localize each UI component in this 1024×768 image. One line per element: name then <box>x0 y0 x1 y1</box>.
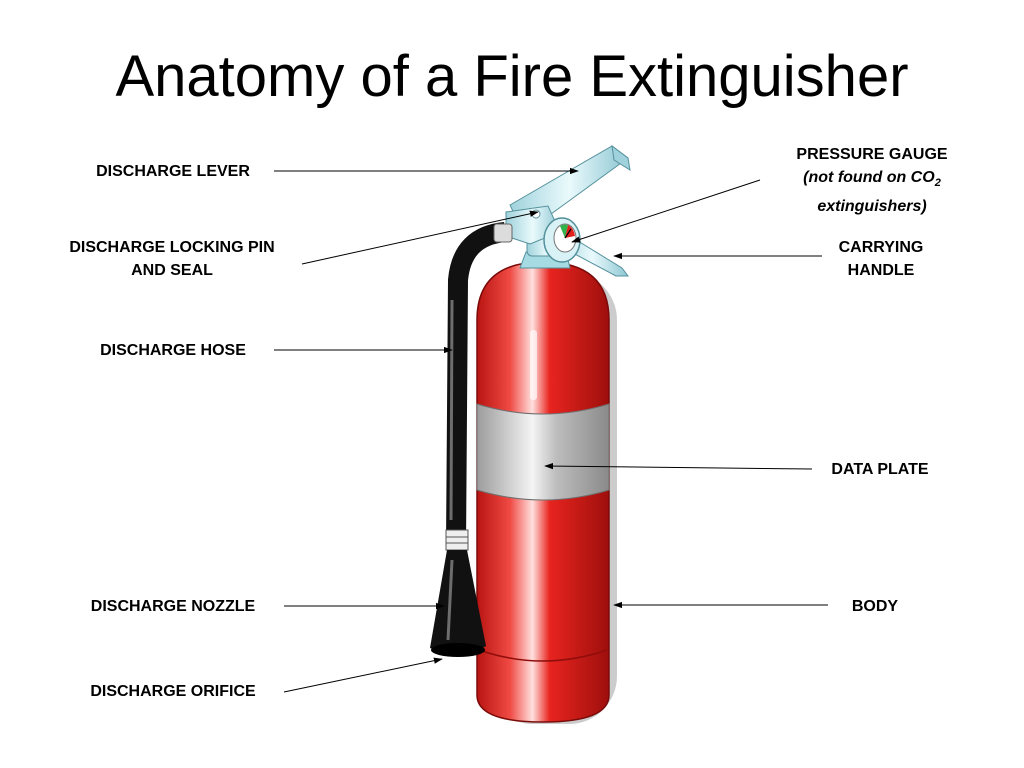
leader-pressure-gauge <box>571 179 761 243</box>
label-pressure-gauge-line1: PRESSURE GAUGE <box>796 146 948 163</box>
label-discharge-orifice: DISCHARGE ORIFICE <box>50 680 296 703</box>
leader-lines <box>274 167 828 693</box>
data-plate <box>476 403 610 501</box>
label-body-text: BODY <box>851 598 899 615</box>
label-locking-pin-line2: AND SEAL <box>131 262 213 279</box>
discharge-nozzle <box>430 529 486 657</box>
label-discharge-hose: DISCHARGE HOSE <box>62 339 284 362</box>
label-discharge-hose-text: DISCHARGE HOSE <box>100 342 246 359</box>
label-discharge-lever-text: DISCHARGE LEVER <box>96 163 250 180</box>
label-data-plate-text: DATA PLATE <box>831 461 929 478</box>
label-carrying-handle-line2: HANDLE <box>847 262 915 279</box>
label-pressure-gauge-line2: (not found on CO2 <box>752 166 992 195</box>
label-locking-pin-line1: DISCHARGE LOCKING PIN <box>69 239 275 256</box>
label-pressure-gauge-subscript: 2 <box>934 177 941 190</box>
label-discharge-nozzle: DISCHARGE NOZZLE <box>50 595 296 618</box>
pressure-gauge <box>543 217 581 263</box>
label-body: BODY <box>820 595 930 618</box>
label-carrying-handle-line1: CARRYING <box>838 239 924 256</box>
label-discharge-nozzle-text: DISCHARGE NOZZLE <box>90 598 256 615</box>
label-pressure-gauge-line3: extinguishers) <box>817 198 927 216</box>
leader-data-plate <box>544 462 813 470</box>
discharge-hose <box>446 222 513 546</box>
label-discharge-lever: DISCHARGE LEVER <box>62 160 284 183</box>
label-data-plate: DATA PLATE <box>800 458 960 481</box>
label-discharge-orifice-text: DISCHARGE ORIFICE <box>90 683 256 700</box>
label-pressure-gauge: PRESSURE GAUGE (not found on CO2 extingu… <box>752 143 992 218</box>
label-pressure-gauge-line2-text: (not found on CO <box>803 169 935 186</box>
leader-locking-pin <box>301 210 539 265</box>
leader-discharge-orifice <box>283 657 443 693</box>
label-carrying-handle: CARRYING HANDLE <box>790 236 972 282</box>
slide-title: Anatomy of a Fire Extinguisher <box>115 44 909 109</box>
label-discharge-locking-pin: DISCHARGE LOCKING PIN AND SEAL <box>30 236 314 282</box>
